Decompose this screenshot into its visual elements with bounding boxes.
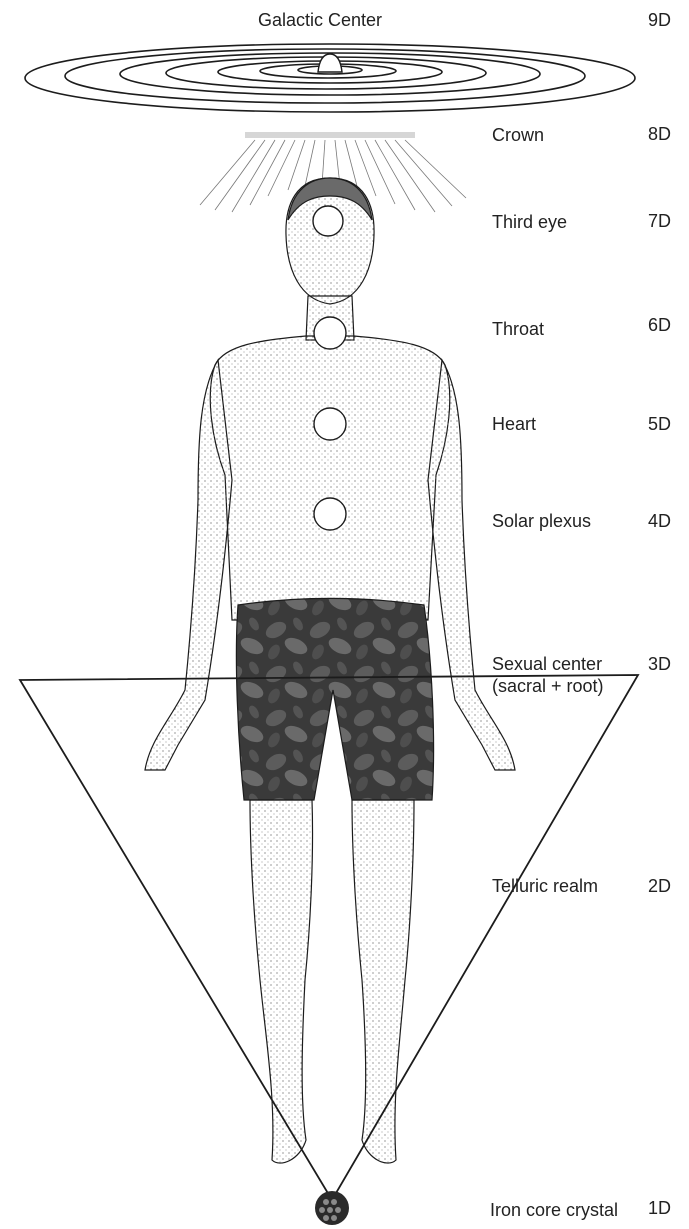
label-solar-plexus: Solar plexus	[492, 511, 591, 532]
iron-core-crystal-icon	[315, 1191, 349, 1225]
shorts-shape	[236, 598, 433, 800]
dimension-3d: 3D	[648, 654, 671, 675]
inverted-triangle-icon	[20, 675, 638, 1200]
dimension-7d: 7D	[648, 211, 671, 232]
label-throat: Throat	[492, 319, 544, 340]
dimension-6d: 6D	[648, 315, 671, 336]
label-crown: Crown	[492, 125, 544, 146]
throat-chakra-icon	[314, 317, 346, 349]
dimension-8d: 8D	[648, 124, 671, 145]
dimension-5d: 5D	[648, 414, 671, 435]
label-third-eye: Third eye	[492, 212, 567, 233]
title-galactic-center: Galactic Center	[258, 10, 382, 31]
right-leg-shape	[352, 800, 414, 1163]
solar-plexus-chakra-icon	[314, 498, 346, 530]
dimension-9d: 9D	[648, 10, 671, 31]
label-heart: Heart	[492, 414, 536, 435]
label-iron-core-crystal: Iron core crystal	[490, 1200, 618, 1221]
label-sexual-center-line2: (sacral + root)	[492, 676, 604, 697]
heart-chakra-icon	[314, 408, 346, 440]
dimension-2d: 2D	[648, 876, 671, 897]
torso-shape	[210, 336, 450, 620]
galaxy-spiral-icon	[25, 44, 635, 112]
third-eye-chakra-icon	[313, 206, 343, 236]
left-leg-shape	[250, 800, 313, 1163]
dimension-1d: 1D	[648, 1198, 671, 1219]
dimension-4d: 4D	[648, 511, 671, 532]
label-sexual-center: Sexual center	[492, 654, 602, 675]
label-telluric-realm: Telluric realm	[492, 876, 598, 897]
left-arm-shape	[145, 360, 232, 770]
